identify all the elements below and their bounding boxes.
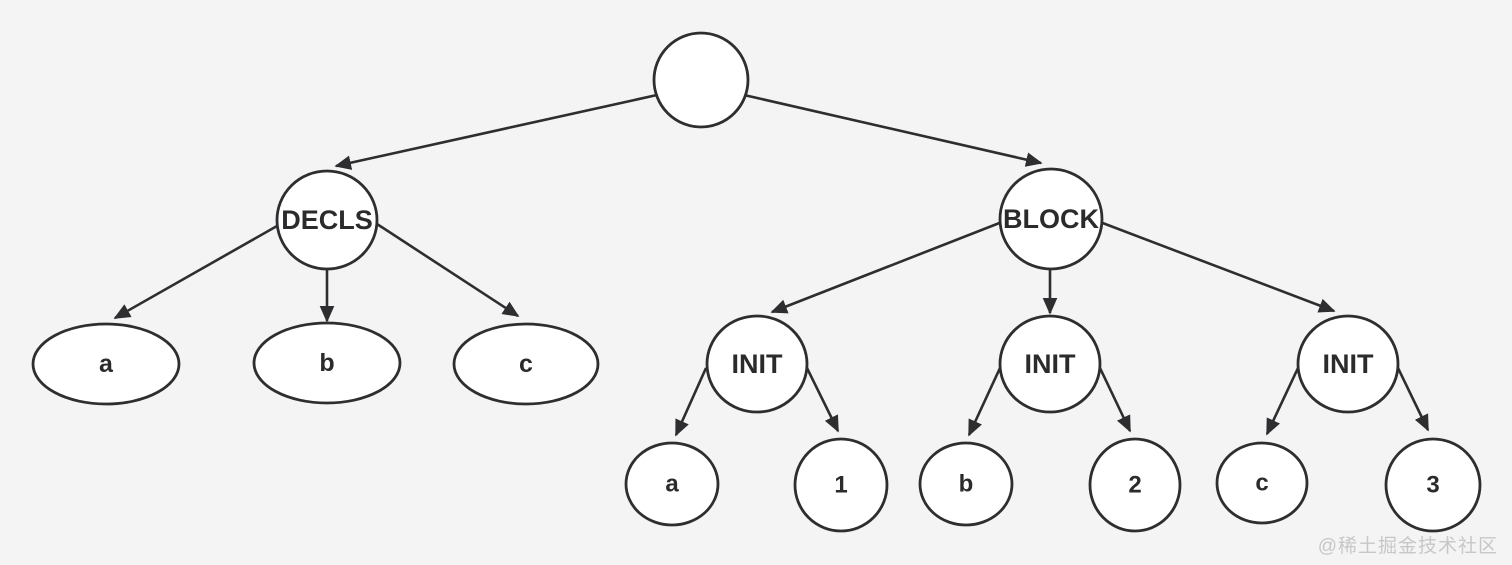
tree-node-leaf-b: b	[918, 441, 1014, 527]
tree-node-init3: INIT	[1296, 314, 1400, 414]
tree-node-leaf-a: a	[624, 441, 720, 527]
node-label-leaf-3: 3	[1426, 472, 1439, 499]
node-label-block: BLOCK	[1003, 204, 1099, 234]
tree-node-var-c: c	[452, 322, 600, 406]
ellipse-shape-var-a	[31, 322, 181, 406]
edge-init1-to-leaf-a	[674, 367, 708, 437]
node-label-var-a: a	[99, 350, 114, 378]
node-label-decls: DECLS	[281, 205, 373, 235]
circle-shape-leaf-a	[624, 441, 720, 527]
circle-shape-init2	[998, 314, 1102, 414]
node-label-leaf-b: b	[959, 471, 974, 498]
circle-shape-leaf-2	[1088, 437, 1182, 533]
tree-node-init2: INIT	[998, 314, 1102, 414]
edge-init3-to-leaf-3	[1396, 367, 1430, 432]
circle-shape-block	[998, 167, 1104, 271]
circle-shape-leaf-3	[1384, 437, 1482, 533]
edge-init3-to-leaf-c	[1265, 367, 1300, 436]
node-label-leaf-c: c	[1255, 470, 1268, 497]
ellipse-shape-var-b	[252, 321, 402, 405]
node-label-init2: INIT	[1025, 349, 1077, 379]
edge-layer	[113, 93, 1430, 437]
tree-node-decls: DECLS	[275, 169, 379, 271]
edge-init2-to-leaf-2	[1098, 367, 1132, 433]
node-label-leaf-1: 1	[834, 472, 847, 499]
tree-node-root	[652, 31, 750, 129]
edge-decls-to-var-a	[113, 224, 278, 320]
tree-node-var-b: b	[252, 321, 402, 405]
node-label-leaf-a: a	[665, 471, 679, 498]
circle-shape-leaf-1	[793, 437, 889, 533]
circle-shape-decls	[275, 169, 379, 271]
edge-root-to-decls	[334, 93, 658, 170]
tree-node-leaf-1: 1	[793, 437, 889, 533]
node-label-var-b: b	[319, 349, 334, 377]
circle-shape-root	[652, 31, 750, 129]
node-label-leaf-2: 2	[1128, 472, 1141, 499]
edge-block-to-init1	[770, 220, 1003, 314]
edge-block-to-init3	[1099, 220, 1336, 313]
node-label-init1: INIT	[732, 349, 784, 379]
circle-shape-leaf-c	[1215, 441, 1309, 525]
circle-shape-init3	[1296, 314, 1400, 414]
tree-node-block: BLOCK	[998, 167, 1104, 271]
node-label-init3: INIT	[1323, 349, 1375, 379]
ellipse-shape-var-c	[452, 322, 600, 406]
tree-node-init1: INIT	[705, 314, 809, 414]
watermark: @稀土掘金技术社区	[1317, 536, 1498, 557]
circle-shape-init1	[705, 314, 809, 414]
edge-root-to-block	[743, 93, 1043, 167]
node-layer: DECLS BLOCK a b c INIT INIT INIT a 1 b 2 c 3	[31, 31, 1482, 533]
edge-decls-to-var-c	[376, 222, 520, 318]
tree-node-leaf-3: 3	[1384, 437, 1482, 533]
tree-node-leaf-c: c	[1215, 441, 1309, 525]
tree-node-leaf-2: 2	[1088, 437, 1182, 533]
edge-init2-to-leaf-b	[967, 367, 1002, 437]
circle-shape-leaf-b	[918, 441, 1014, 527]
tree-node-var-a: a	[31, 322, 181, 406]
edge-init1-to-leaf-1	[805, 367, 840, 433]
node-label-var-c: c	[519, 350, 533, 378]
